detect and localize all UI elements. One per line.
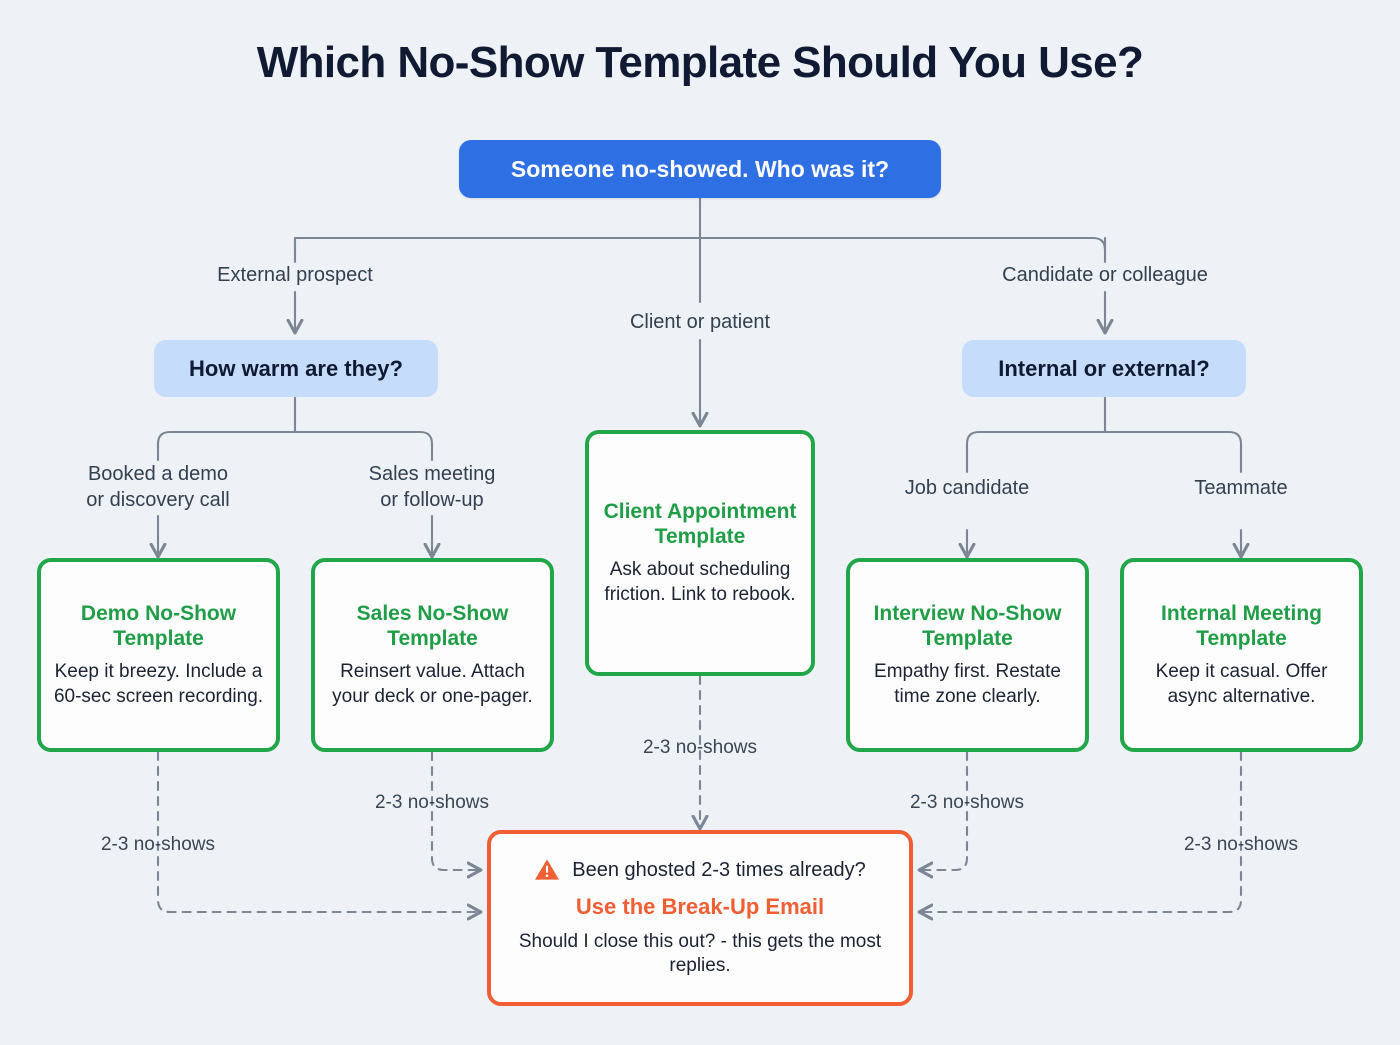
alert-question-label: Been ghosted 2-3 times already? [572, 858, 866, 881]
edge-label-booked-demo: Booked a demo or discovery call [86, 463, 230, 511]
wire-demo-escalation [156, 750, 480, 912]
edge-label-noshows-internal: 2-3 no-shows [1183, 834, 1299, 855]
edge-label-teammate: Teammate [1194, 477, 1288, 499]
outcome-card-client-title: Client Appointment Template [603, 499, 797, 548]
edge-label-external-prospect: External prospect [217, 264, 373, 286]
root-decision-node[interactable]: Someone no-showed. Who was it? [459, 140, 941, 198]
outcome-card-demo-title: Demo No-Show Template [80, 601, 237, 650]
edge-label-noshows-sales: 2-3 no-shows [374, 792, 490, 813]
alert-action-label: Use the Break-Up Email [575, 894, 825, 920]
edge-label-sales-meeting: Sales meeting or follow-up [368, 463, 496, 511]
outcome-card-internal-title: Internal Meeting Template [1160, 601, 1323, 650]
outcome-card-interview-no-show[interactable]: Interview No-Show Template Empathy first… [846, 558, 1089, 752]
alert-note-label: Should I close this out? - this gets the… [518, 930, 882, 977]
warning-triangle-icon [535, 859, 560, 880]
root-decision-label: Someone no-showed. Who was it? [510, 155, 890, 182]
outcome-card-sales-title: Sales No-Show Template [356, 601, 509, 650]
edge-label-candidate-or-colleague: Candidate or colleague [1002, 264, 1208, 286]
decision-internal-external-label: Internal or external? [998, 355, 1210, 381]
wire-warm-bar [156, 430, 434, 446]
outcome-card-sales-no-show[interactable]: Sales No-Show Template Reinsert value. A… [311, 558, 554, 752]
alert-question-row: Been ghosted 2-3 times already? [534, 857, 866, 883]
page-title: Which No-Show Template Should You Use? [256, 38, 1144, 87]
outcome-card-internal-body: Keep it casual. Offer async alternative. [1155, 661, 1328, 707]
outcome-card-sales-body: Reinsert value. Attach your deck or one-… [332, 661, 533, 707]
wire-interview-escalation [920, 750, 969, 870]
outcome-card-client-appointment[interactable]: Client Appointment Template Ask about sc… [585, 430, 815, 676]
decision-node-how-warm[interactable]: How warm are they? [154, 340, 438, 397]
edge-label-noshows-interview: 2-3 no-shows [909, 792, 1025, 813]
wire-internal-escalation [920, 750, 1243, 912]
alert-card-break-up-email[interactable]: Been ghosted 2-3 times already? Use the … [487, 830, 913, 1006]
outcome-card-interview-title: Interview No-Show Template [873, 601, 1062, 650]
edge-label-noshows-client: 2-3 no-shows [642, 737, 758, 758]
decision-node-internal-external[interactable]: Internal or external? [962, 340, 1246, 397]
wire-internal-bar [965, 430, 1243, 446]
edge-label-client-or-patient: Client or patient [629, 311, 771, 333]
outcome-card-internal-meeting[interactable]: Internal Meeting Template Keep it casual… [1120, 558, 1363, 752]
outcome-card-demo-body: Keep it breezy. Include a 60-sec screen … [53, 661, 264, 707]
outcome-card-demo-no-show[interactable]: Demo No-Show Template Keep it breezy. In… [37, 558, 280, 752]
edge-label-noshows-demo: 2-3 no-shows [100, 834, 216, 855]
outcome-card-client-body: Ask about scheduling friction. Link to r… [604, 559, 796, 605]
wire-sales-escalation [430, 750, 480, 870]
edge-label-job-candidate: Job candidate [904, 477, 1030, 499]
outcome-card-interview-body: Empathy first. Restate time zone clearly… [874, 661, 1061, 707]
decision-how-warm-label: How warm are they? [189, 355, 403, 381]
